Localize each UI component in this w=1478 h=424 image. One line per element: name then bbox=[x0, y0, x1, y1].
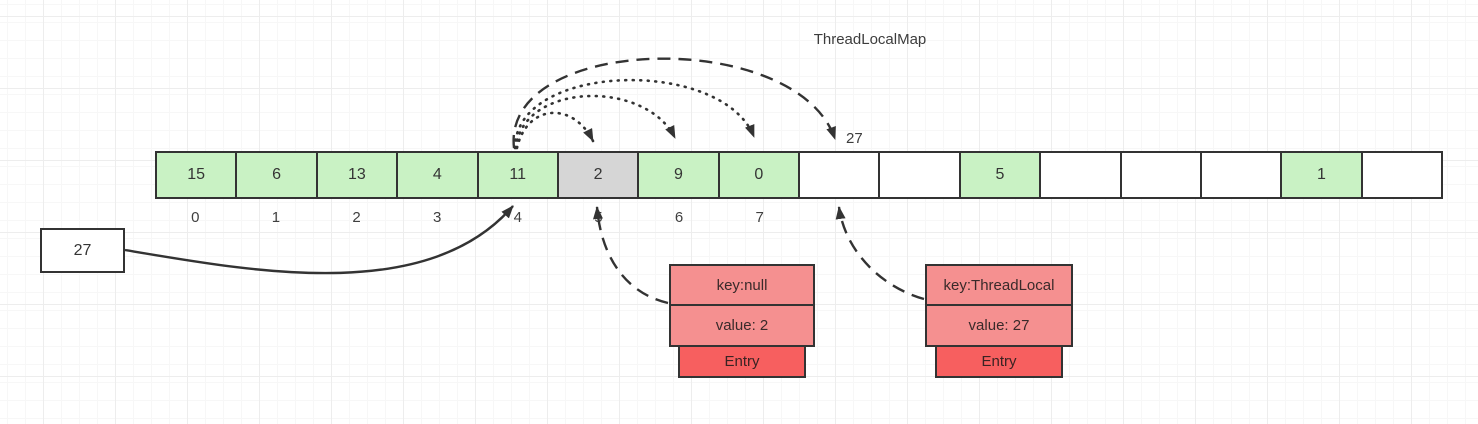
array-cell-4: 11 bbox=[476, 151, 559, 199]
array-cell-1: 6 bbox=[235, 151, 318, 199]
value-source-box: 27 bbox=[40, 228, 125, 273]
index-label-5: 5 bbox=[594, 209, 603, 226]
array-cell-13 bbox=[1199, 151, 1283, 199]
probe-arc-slot6 bbox=[514, 94, 677, 150]
hash-table-array: 15 6 13 4 11 2 9 0 5 1 bbox=[155, 151, 1443, 199]
array-cell-14: 1 bbox=[1280, 151, 1363, 199]
probe-arc-slot7 bbox=[513, 78, 756, 150]
diagram-title: ThreadLocalMap bbox=[813, 31, 927, 48]
array-cell-2: 13 bbox=[315, 151, 399, 199]
probe-arc-slot8 bbox=[512, 57, 837, 149]
entry-value-row: value: 2 bbox=[669, 304, 815, 347]
entry-tab: Entry bbox=[678, 345, 806, 378]
array-cell-8 bbox=[798, 151, 881, 199]
array-cell-12 bbox=[1119, 151, 1202, 199]
array-index-labels: 0 1 2 3 4 5 6 7 bbox=[155, 209, 800, 231]
entry-tab: Entry bbox=[935, 345, 1063, 378]
arrow-live-entry-to-slot8 bbox=[835, 206, 925, 301]
entry-key-row: key:ThreadLocal bbox=[925, 264, 1073, 306]
array-cell-7: 0 bbox=[717, 151, 800, 199]
entry-box-stale: key:null value: 2 Entry bbox=[669, 264, 815, 378]
probe-target-label: 27 bbox=[846, 130, 863, 147]
array-cell-10: 5 bbox=[958, 151, 1042, 199]
array-cell-0: 15 bbox=[155, 151, 238, 199]
array-cell-11 bbox=[1039, 151, 1122, 199]
index-label-6: 6 bbox=[674, 209, 684, 226]
entry-box-live: key:ThreadLocal value: 27 Entry bbox=[925, 264, 1073, 378]
entry-value-row: value: 27 bbox=[925, 304, 1073, 347]
array-cell-15 bbox=[1360, 151, 1443, 199]
array-cell-9 bbox=[878, 151, 961, 199]
probe-arc-slot5 bbox=[515, 111, 595, 150]
index-label-2: 2 bbox=[352, 209, 361, 226]
index-label-4: 4 bbox=[513, 209, 522, 226]
index-label-7: 7 bbox=[755, 209, 764, 226]
array-cell-3: 4 bbox=[396, 151, 479, 199]
index-label-1: 1 bbox=[271, 209, 281, 226]
index-label-0: 0 bbox=[191, 209, 200, 226]
array-cell-6: 9 bbox=[637, 151, 720, 199]
index-label-3: 3 bbox=[433, 209, 442, 226]
array-cell-5: 2 bbox=[556, 151, 640, 199]
entry-key-row: key:null bbox=[669, 264, 815, 306]
